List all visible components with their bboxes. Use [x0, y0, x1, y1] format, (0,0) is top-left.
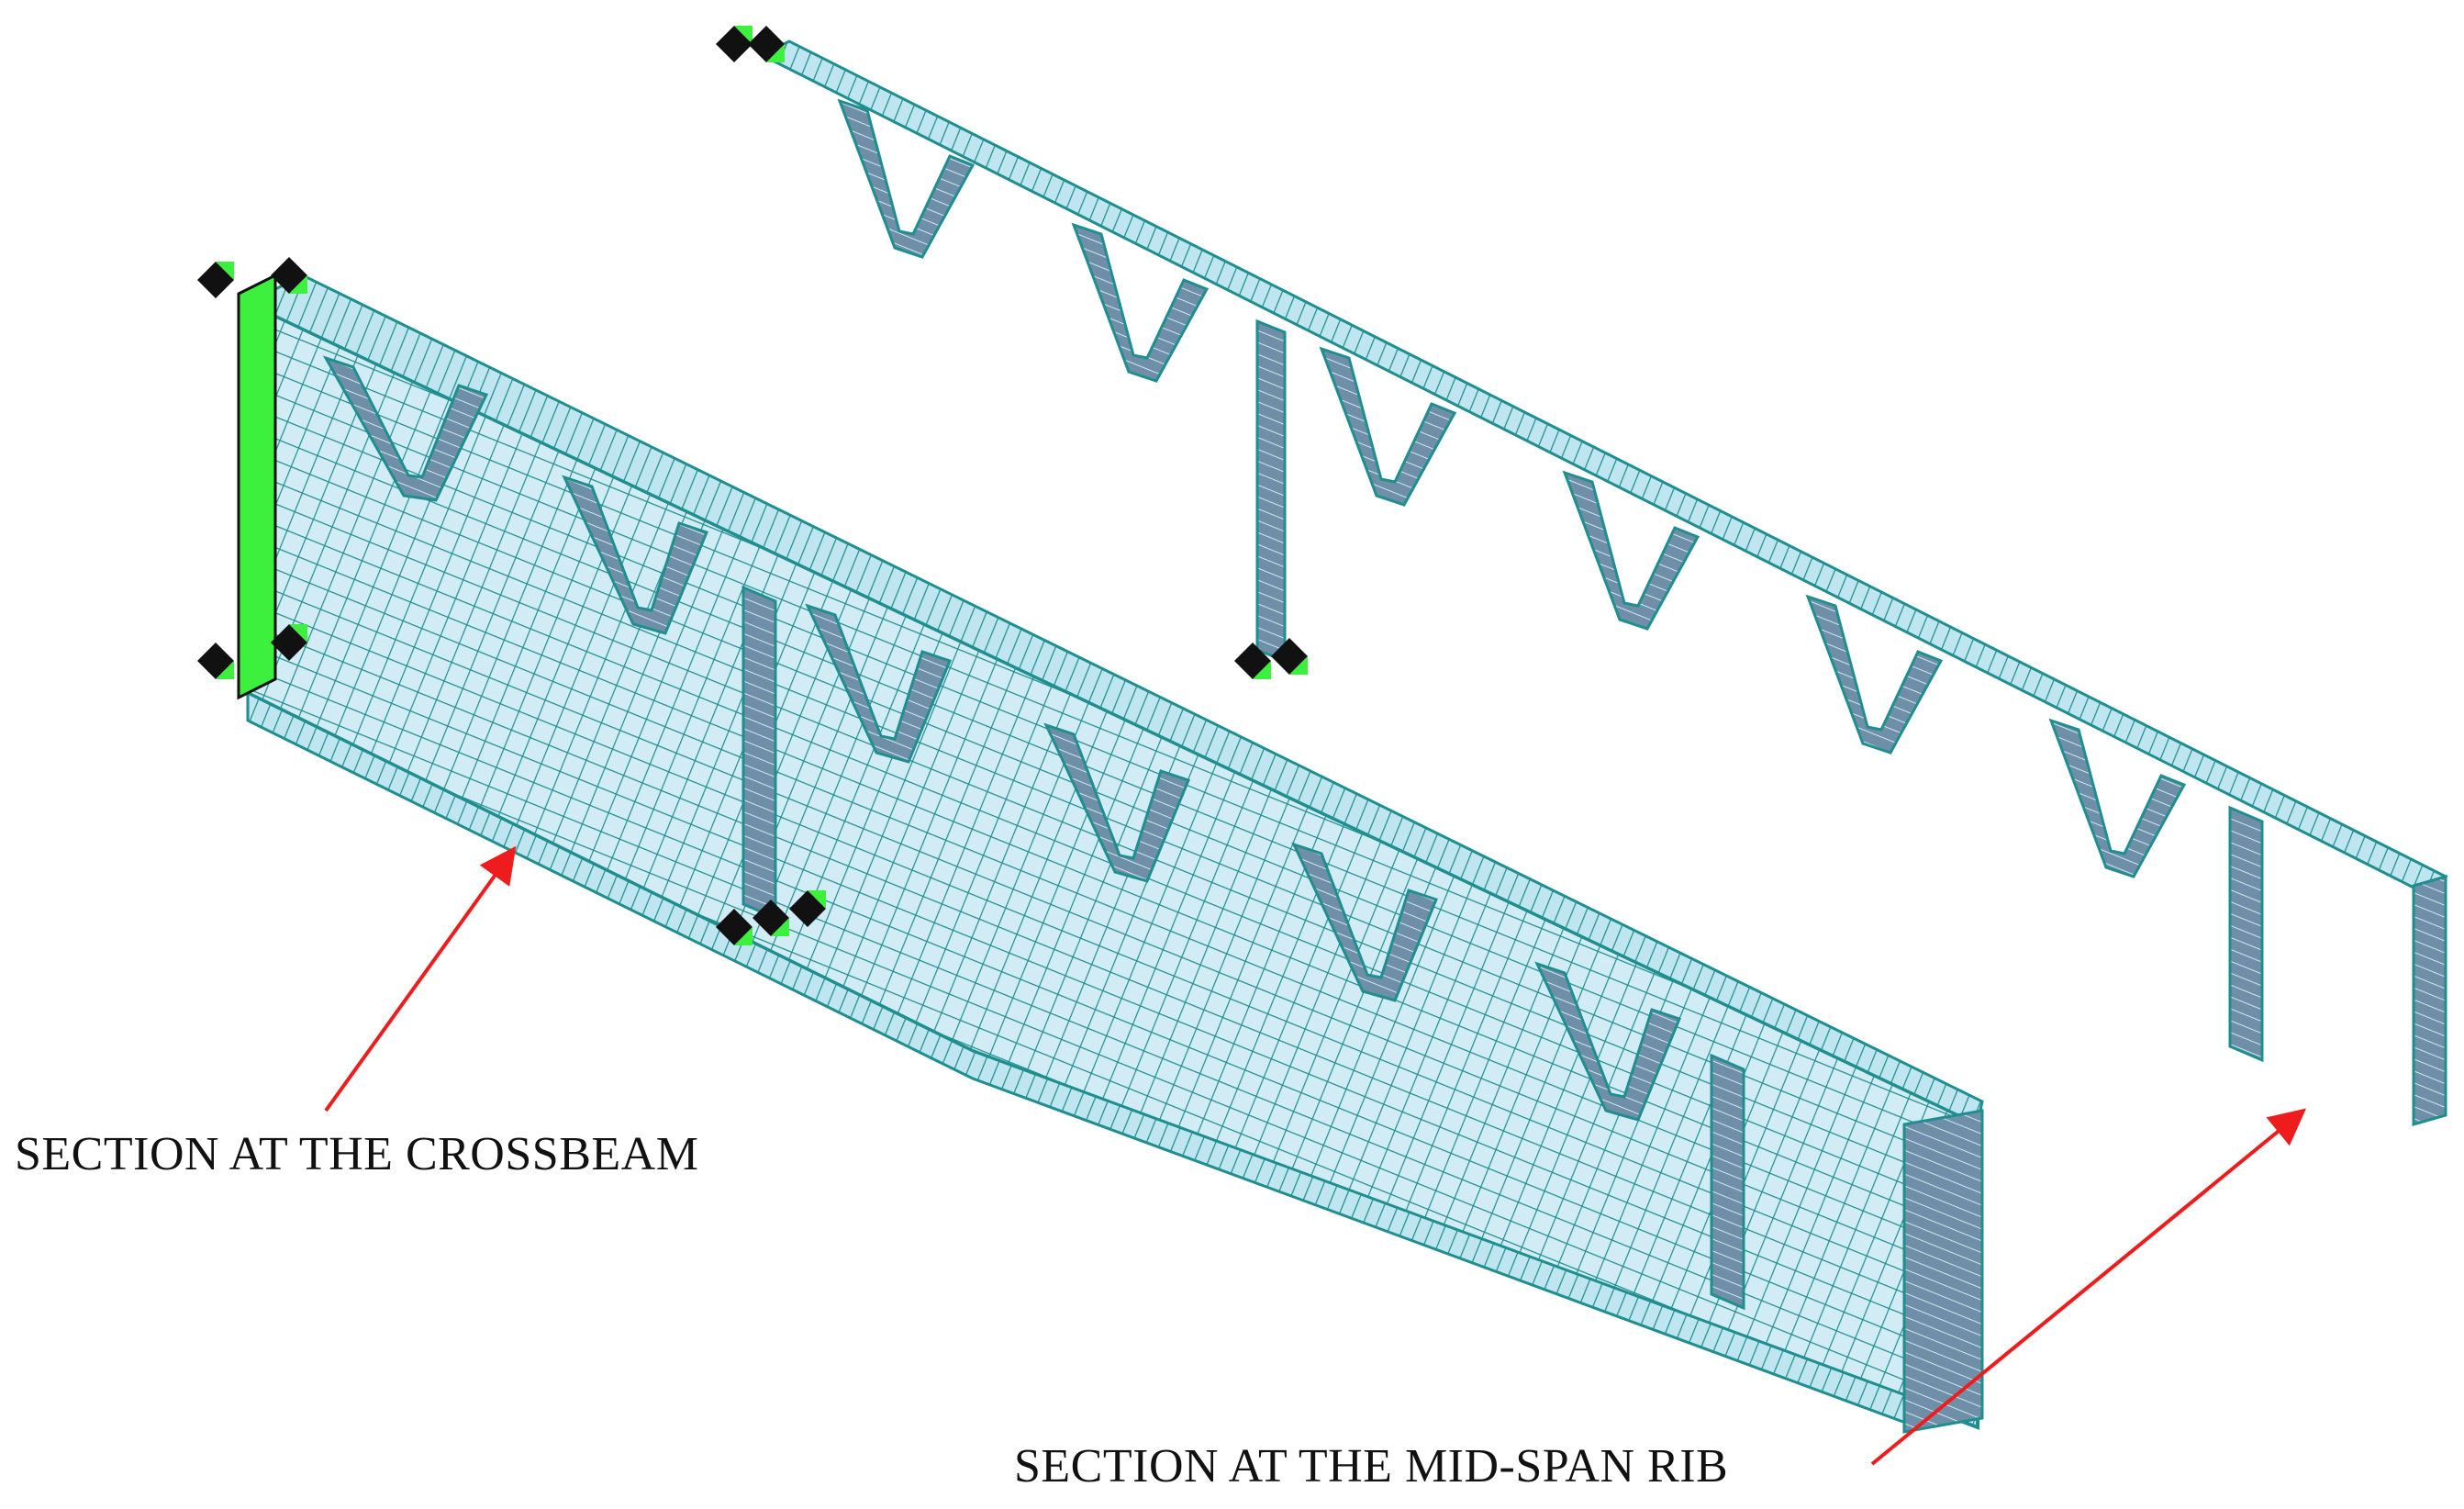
midspan-trough-ribs	[837, 98, 2187, 878]
trough-rib	[2048, 718, 2187, 878]
midspan-stiffener-right-b	[2412, 875, 2447, 1126]
crossbeam-trough-ribs	[322, 355, 1681, 1122]
midspan-stiffener-right-a	[2228, 805, 2264, 1063]
trough-rib	[1043, 722, 1190, 883]
trough-rib	[1534, 961, 1681, 1122]
trough-rib	[1319, 346, 1457, 507]
crossbeam-stiffener-end	[1710, 1053, 1745, 1311]
crossbeam-section	[237, 273, 1984, 1434]
trough-rib	[1291, 842, 1438, 1002]
arrow-crossbeam	[324, 845, 517, 1112]
crossbeam-end-plate	[1902, 1109, 1984, 1434]
support-constraint-icon	[197, 624, 307, 679]
crossbeam-left-plate	[237, 273, 277, 700]
trough-rib	[837, 98, 976, 259]
midspan-section	[758, 39, 2448, 1126]
support-constraint-icon	[197, 257, 307, 298]
trough-rib	[1562, 470, 1700, 631]
trough-rib	[1805, 594, 1944, 754]
arrow-midspan	[1870, 1108, 2307, 1466]
trough-rib	[1071, 222, 1210, 383]
label-section-midspan: SECTION AT THE MID-SPAN RIB	[1014, 1440, 1729, 1492]
trough-rib	[322, 355, 489, 502]
trough-rib	[562, 475, 708, 635]
support-constraint-icon	[1234, 638, 1308, 679]
trough-rib	[805, 603, 952, 764]
label-section-crossbeam: SECTION AT THE CROSSBEAM	[15, 1128, 699, 1180]
midspan-stiffener-left	[1255, 319, 1287, 664]
supports	[197, 26, 1308, 945]
crossbeam-stiffener-mid	[741, 585, 777, 921]
support-constraint-icon	[716, 26, 785, 62]
support-constraint-icon	[716, 890, 826, 945]
